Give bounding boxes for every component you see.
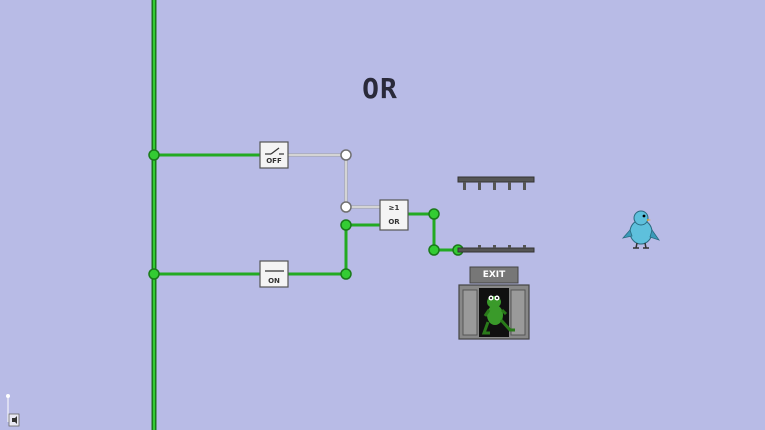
exit-label: EXIT [482,270,506,280]
green-frog-icon [481,295,515,335]
node-rail-bottom [148,268,160,280]
level-title: OR [362,72,398,105]
node-rail-top [148,149,160,161]
bridge-platform [457,245,535,253]
volume-slider[interactable] [6,394,20,427]
switch-top-label: OFF [266,157,282,165]
blue-bird-icon [621,210,661,249]
node-top-corner [340,149,352,161]
node-gate-down [428,244,440,256]
or-gate [379,199,409,231]
node-top-gate [340,201,352,213]
node-bottom-corner [340,268,352,280]
gate-top-label: ≥1 [388,204,400,212]
switch-bottom-label: ON [268,277,280,285]
switch-top-off[interactable] [259,141,289,169]
switch-bottom-on[interactable] [259,260,289,288]
node-gate-out [428,208,440,220]
node-bottom-gate [340,219,352,231]
spike-bar [457,176,535,190]
gate-bottom-label: OR [388,218,400,226]
